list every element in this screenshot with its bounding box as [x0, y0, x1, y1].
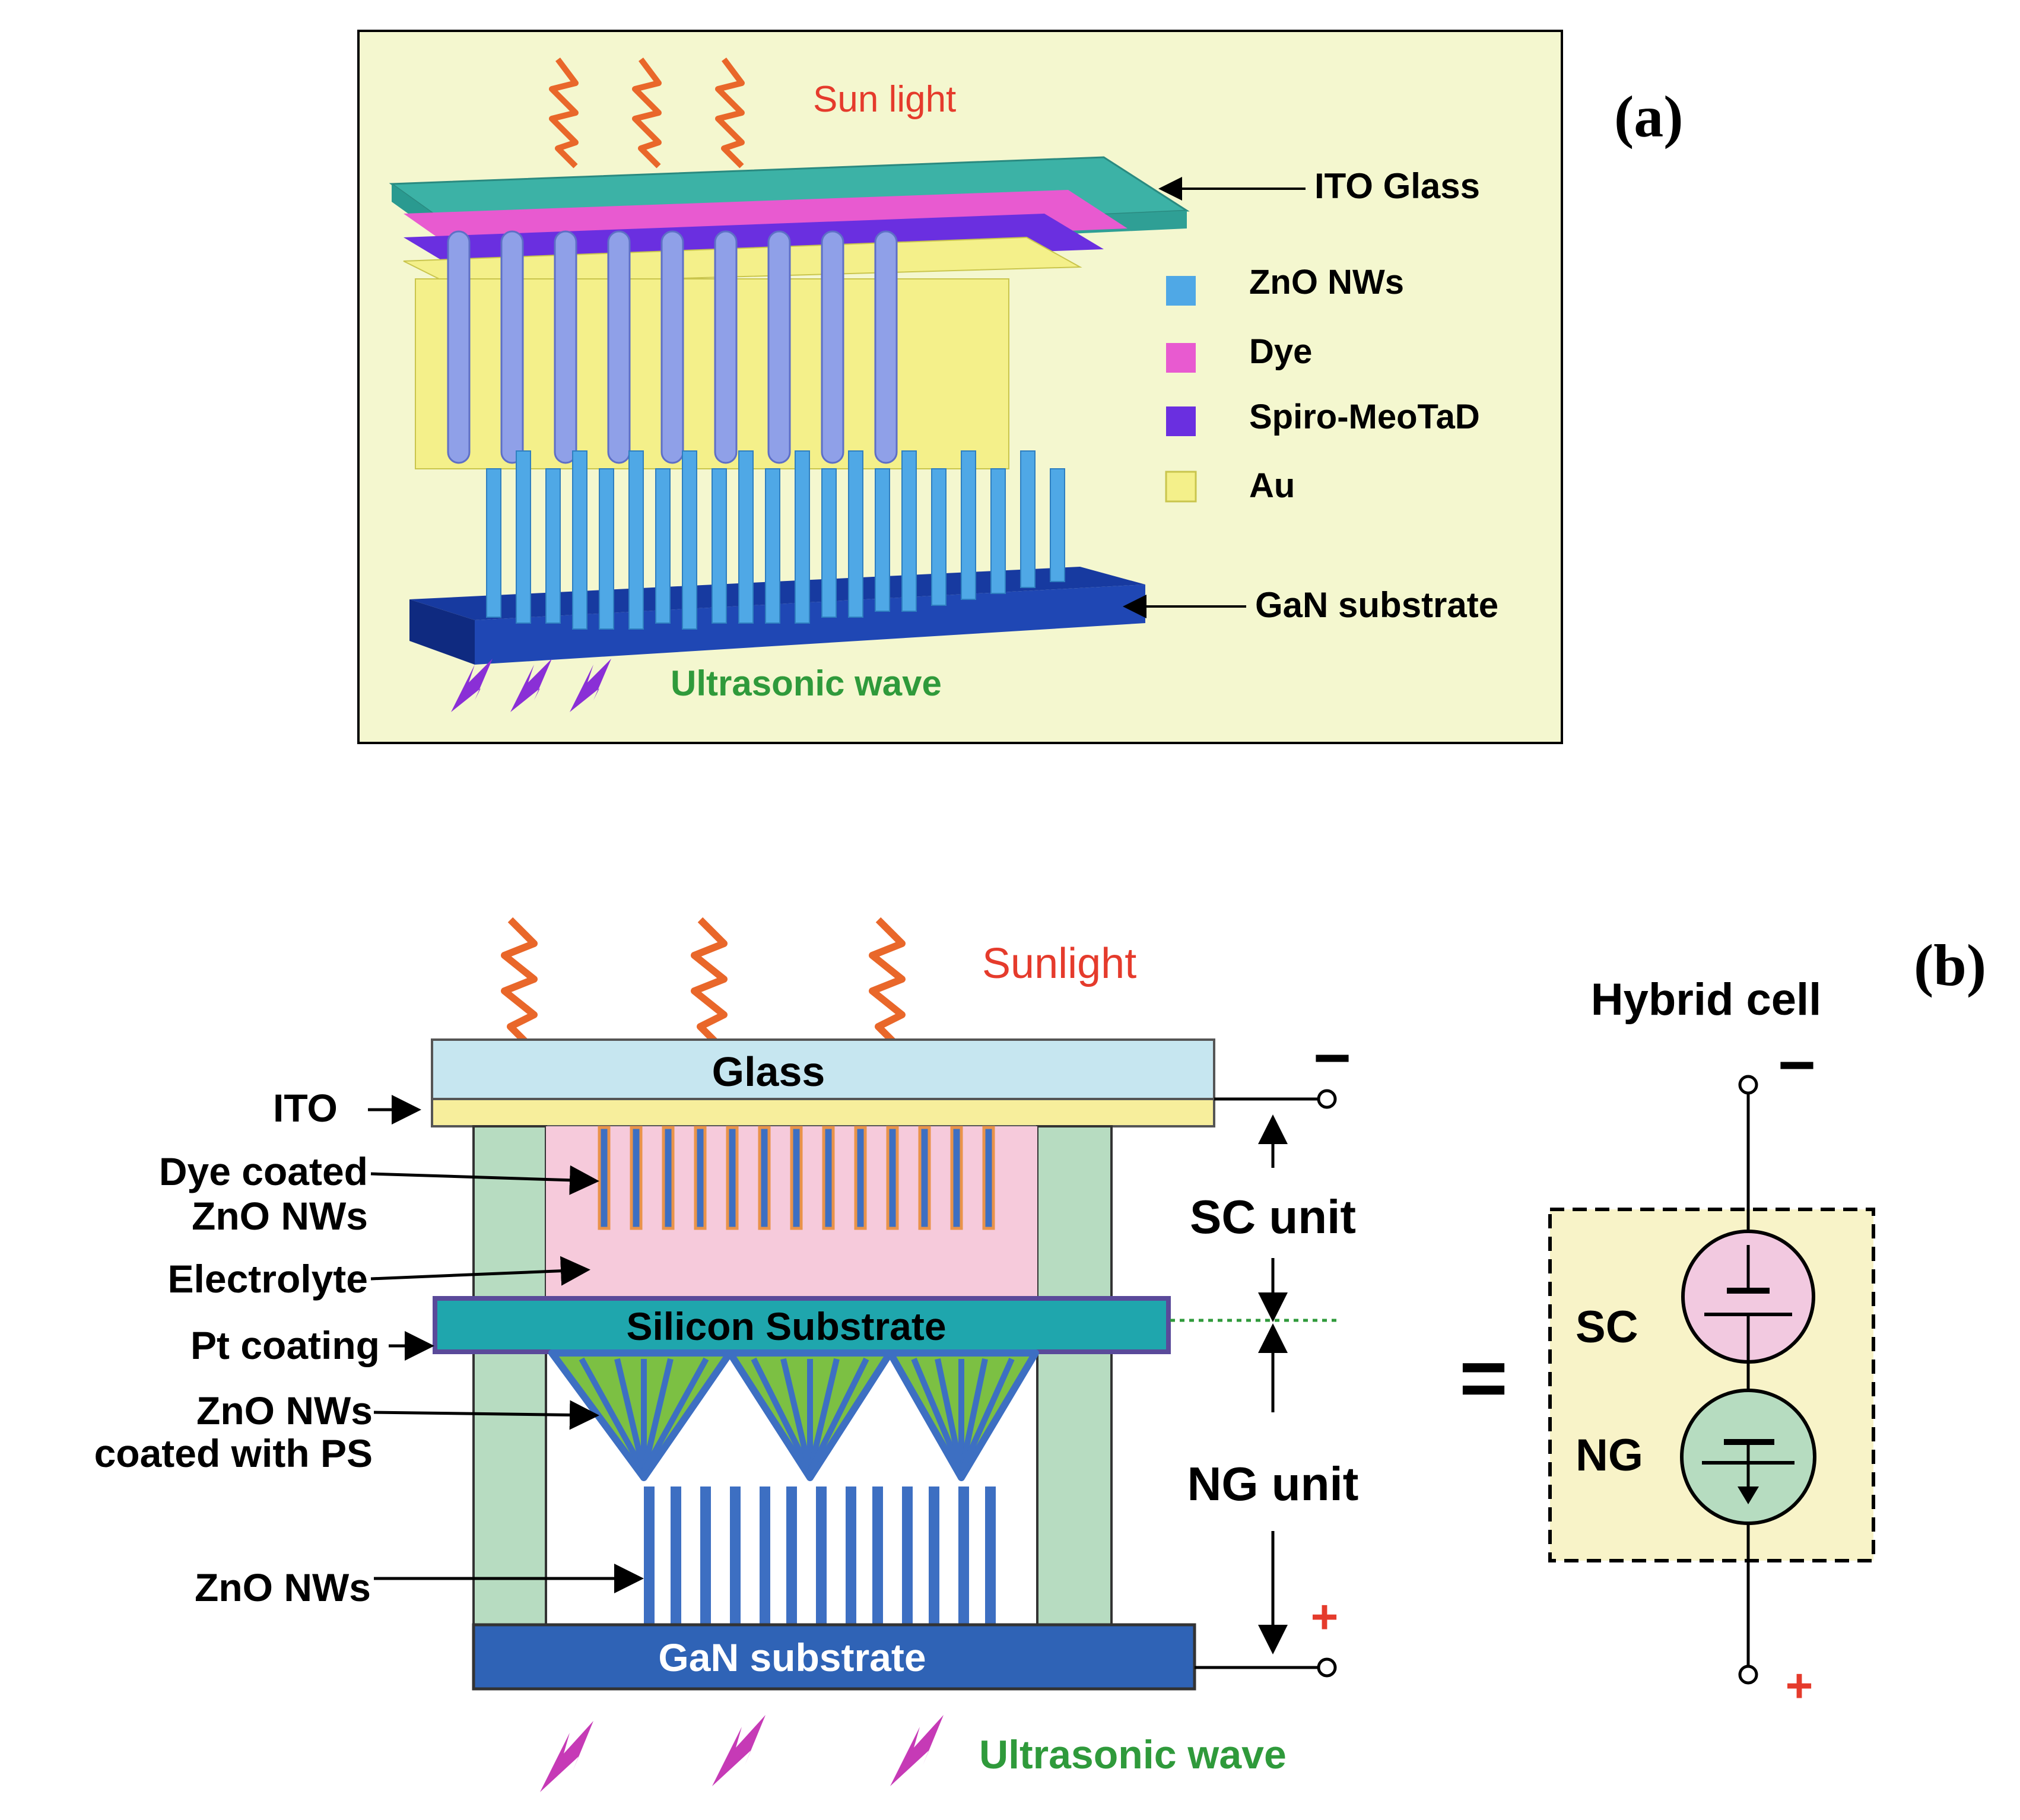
pt-coating-label: Pt coating	[190, 1323, 380, 1367]
gan-substrate-a-side	[475, 585, 1145, 665]
electrolyte-arrow	[370, 1256, 590, 1286]
hybrid-terminal-top	[1738, 1075, 1758, 1095]
sc-label: SC	[1576, 1302, 1638, 1352]
legend-label-spiro: Spiro-MeoTaD	[1249, 398, 1480, 436]
glass-layer	[431, 1038, 1215, 1100]
panel-a: Sun light (a)	[357, 30, 1684, 744]
panel-a-label: (a)	[1614, 84, 1684, 150]
ultrasonic-wave-label-b: Ultrasonic wave	[979, 1732, 1287, 1777]
ng-unit-label: NG unit	[1187, 1457, 1359, 1510]
bottom-nanowires-a	[486, 450, 1065, 630]
hybrid-cell-title: Hybrid cell	[1591, 974, 1822, 1025]
panel-b: Sunlight (b) Glass Sil	[94, 917, 1986, 1792]
legend-label-dye: Dye	[1249, 332, 1312, 371]
ng-label: NG	[1576, 1430, 1643, 1481]
bottom-terminal	[1317, 1657, 1337, 1678]
ito-layer	[431, 1098, 1215, 1127]
equals-sign: =	[1459, 1331, 1508, 1424]
right-spacer	[1036, 1125, 1113, 1626]
legend-a: ZnO NWs Dye Spiro-MeoTaD Au	[1165, 263, 1480, 505]
minus-sign-b: −	[1313, 1021, 1351, 1094]
sun-rays-b	[501, 917, 906, 1053]
glass-label: Glass	[712, 1049, 825, 1095]
silicon-substrate-label: Silicon Substrate	[626, 1304, 946, 1348]
plus-sign-b: +	[1311, 1590, 1339, 1643]
znps-label-line1: ZnO NWs	[196, 1389, 373, 1433]
bottom-nanowires-b	[644, 1487, 996, 1626]
zno-nws-label-b: ZnO NWs	[195, 1565, 371, 1609]
ito-label: ITO	[273, 1086, 338, 1130]
electrolyte-label: Electrolyte	[168, 1257, 368, 1301]
ps-coated-nanowire-cones	[548, 1349, 1039, 1481]
legend-swatch-au	[1165, 471, 1197, 503]
dye-coated-arrow	[370, 1165, 599, 1195]
legend-label-zno: ZnO NWs	[1249, 263, 1404, 301]
gan-substrate-label-a: GaN substrate	[1255, 585, 1498, 625]
dye-coated-label-line1: Dye coated	[159, 1149, 368, 1193]
sunlight-label: Sunlight	[982, 940, 1136, 987]
top-terminal	[1317, 1089, 1337, 1109]
hybrid-terminal-bottom	[1738, 1665, 1758, 1685]
gan-substrate-label-b: GaN substrate	[658, 1635, 926, 1679]
ultrasonic-waves-a	[451, 659, 611, 712]
legend-label-au: Au	[1249, 466, 1295, 505]
top-nanowires-a	[447, 230, 898, 464]
znps-arrow	[373, 1400, 599, 1430]
znps-label-line2: coated with PS	[94, 1431, 373, 1475]
sc-unit-label: SC unit	[1190, 1190, 1356, 1243]
legend-swatch-spiro	[1166, 406, 1196, 436]
sun-rays-a	[549, 58, 745, 169]
ultrasonic-wave-label-a: Ultrasonic wave	[671, 663, 942, 703]
legend-swatch-dye	[1166, 343, 1196, 373]
gan-substrate-b	[472, 1623, 1196, 1691]
dye-coated-nanowires	[598, 1126, 995, 1230]
hybrid-plus: +	[1786, 1659, 1813, 1712]
ito-glass-label: ITO Glass	[1314, 166, 1480, 206]
hybrid-minus: −	[1778, 1028, 1816, 1101]
panel-b-label: (b)	[1914, 932, 1986, 998]
dye-coated-label-line2: ZnO NWs	[192, 1194, 368, 1238]
ultrasonic-waves-b	[540, 1715, 944, 1792]
ng-symbol-arrow	[1738, 1487, 1759, 1504]
left-spacer	[472, 1125, 547, 1626]
gan-substrate-a-front	[409, 599, 475, 665]
sun-light-label: Sun light	[813, 79, 956, 120]
legend-swatch-zno	[1166, 276, 1196, 306]
